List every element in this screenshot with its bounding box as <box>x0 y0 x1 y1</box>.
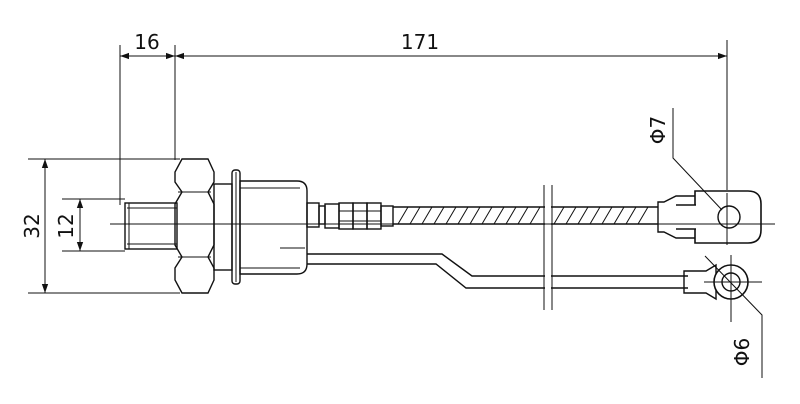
dim-overall-length-label: 171 <box>401 30 439 54</box>
hex-nut <box>174 158 215 294</box>
main-ring-terminal <box>657 190 762 244</box>
dim-gate-hole-label: Φ6 <box>730 338 754 366</box>
dim-hex-width-label: 16 <box>134 30 159 54</box>
dimension-lines <box>28 40 728 294</box>
threaded-stud <box>124 202 178 250</box>
cylindrical-body <box>239 180 308 275</box>
center-lines <box>110 193 775 322</box>
leader-lines <box>672 108 763 378</box>
dim-main-hole-label: Φ7 <box>646 116 670 144</box>
dim-thread-dia-label: 12 <box>54 213 78 238</box>
flange <box>213 169 241 285</box>
braided-main-lead <box>393 206 658 225</box>
dim-body-height-label: 32 <box>20 213 44 238</box>
break-lines <box>543 185 553 310</box>
gate-lead <box>307 253 688 289</box>
crimp-connector <box>306 202 394 230</box>
